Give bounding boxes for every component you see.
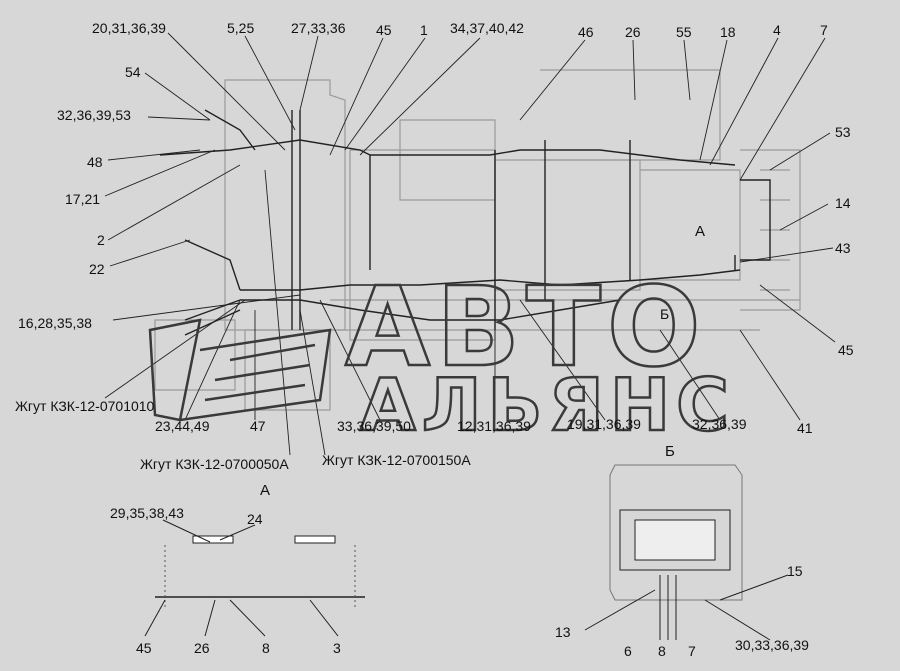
callout-43: 43 bbox=[835, 240, 851, 256]
callout-1: 1 bbox=[420, 22, 428, 38]
wiring-harness bbox=[159, 109, 771, 336]
callout-55: 55 bbox=[676, 24, 692, 40]
callout-20-31-36-39: 20,31,36,39 bbox=[92, 20, 166, 36]
view-marker-b: Б bbox=[660, 306, 670, 322]
callout-8-bottom: 8 bbox=[262, 640, 270, 656]
view-marker-a: А bbox=[695, 223, 706, 240]
watermark-line-1: АВТО bbox=[345, 263, 707, 391]
callout-15: 15 bbox=[787, 563, 803, 579]
callout-47: 47 bbox=[250, 418, 266, 434]
section-a-drawing bbox=[144, 519, 365, 637]
callout-18: 18 bbox=[720, 24, 736, 40]
callout-27-33-36: 27,33,36 bbox=[291, 20, 346, 36]
section-b-drawing bbox=[584, 464, 789, 641]
callout-29-35-38-43: 29,35,38,43 bbox=[110, 505, 184, 521]
harness-label-0700050A: Жгут КЗК-12-0700050А bbox=[140, 456, 289, 472]
machine-outline bbox=[154, 69, 801, 411]
callout-5-25: 5,25 bbox=[227, 20, 255, 36]
callout-53: 53 bbox=[835, 124, 851, 140]
callout-45-right: 45 bbox=[838, 342, 854, 358]
callout-6: 6 bbox=[624, 643, 632, 659]
callout-7-top: 7 bbox=[820, 22, 828, 38]
callout-13: 13 bbox=[555, 624, 571, 640]
callout-45-top: 45 bbox=[376, 22, 392, 38]
harness-label-0701010: Жгут КЗК-12-0701010 bbox=[15, 398, 155, 414]
callout-32-36-39-53: 32,36,39,53 bbox=[57, 107, 131, 123]
leader-lines bbox=[104, 32, 836, 456]
callout-4: 4 bbox=[773, 22, 781, 38]
callout-26-bottom: 26 bbox=[194, 640, 210, 656]
section-a-title: А bbox=[260, 482, 271, 499]
callout-24: 24 bbox=[247, 511, 263, 527]
callout-30-33-36-39: 30,33,36,39 bbox=[735, 637, 809, 653]
callout-26-top: 26 bbox=[625, 24, 641, 40]
callout-34-37-40-42: 34,37,40,42 bbox=[450, 20, 524, 36]
callout-33-36-39-50: 33,36,39,50 bbox=[337, 418, 411, 434]
callout-7-b: 7 bbox=[688, 643, 696, 659]
callout-17-21: 17,21 bbox=[65, 191, 101, 207]
watermark-logo bbox=[148, 318, 332, 422]
callout-3: 3 bbox=[333, 640, 341, 656]
callout-2: 2 bbox=[97, 232, 105, 248]
section-b-title: Б bbox=[665, 443, 675, 460]
callout-12-31-36-39: 12,31,36,39 bbox=[457, 418, 531, 434]
callout-8-b: 8 bbox=[658, 643, 666, 659]
callout-19-31-36-39: 19,31,36,39 bbox=[567, 416, 641, 432]
harness-label-0700150A: Жгут КЗК-12-0700150А bbox=[322, 452, 471, 468]
callout-46: 46 bbox=[578, 24, 594, 40]
callout-45-bottom: 45 bbox=[136, 640, 152, 656]
callout-16-28-35-38: 16,28,35,38 bbox=[18, 315, 92, 331]
callout-23-44-49: 23,44,49 bbox=[155, 418, 210, 434]
callout-54: 54 bbox=[125, 64, 141, 80]
callout-14: 14 bbox=[835, 195, 851, 211]
callout-22: 22 bbox=[89, 261, 105, 277]
watermark-line-2: АЛЬЯНС bbox=[360, 363, 735, 447]
callout-32-36-39: 32,36,39 bbox=[692, 416, 747, 432]
callout-48: 48 bbox=[87, 154, 103, 170]
callout-41: 41 bbox=[797, 420, 813, 436]
